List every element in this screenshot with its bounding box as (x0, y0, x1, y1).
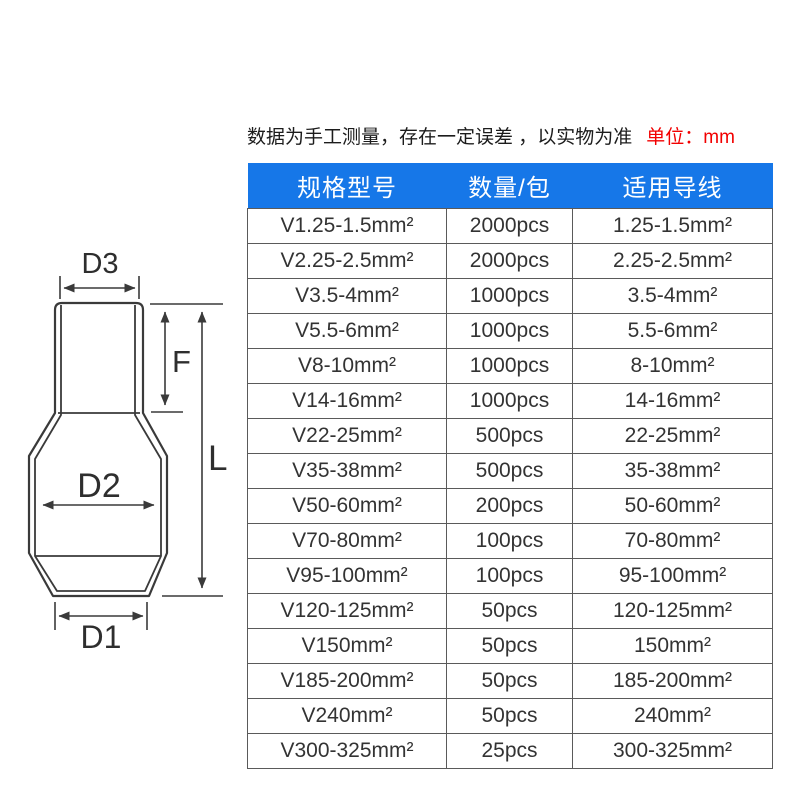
table-cell: V35-38mm² (247, 453, 447, 489)
table-cell: V95-100mm² (247, 558, 447, 594)
table-cell: V5.5-6mm² (247, 313, 447, 349)
table-cell: 25pcs (446, 733, 573, 769)
table-cell: 50-60mm² (572, 488, 773, 524)
table-cell: 120-125mm² (572, 593, 773, 629)
terminal-inner-outline (34, 305, 162, 592)
table-cell: 500pcs (446, 418, 573, 454)
dim-label-d2: D2 (77, 467, 120, 505)
table-cell: V150mm² (247, 628, 447, 664)
table-cell: V70-80mm² (247, 523, 447, 559)
table-cell: 14-16mm² (572, 383, 773, 419)
table-cell: 8-10mm² (572, 348, 773, 384)
table-cell: 100pcs (446, 523, 573, 559)
table-cell: 70-80mm² (572, 523, 773, 559)
table-cell: 35-38mm² (572, 453, 773, 489)
table-cell: V2.25-2.5mm² (247, 243, 447, 279)
table-cell: 50pcs (446, 593, 573, 629)
header-quantity: 数量/包 (446, 163, 573, 209)
table-cell: 185-200mm² (572, 663, 773, 699)
table-cell: V300-325mm² (247, 733, 447, 769)
table-cell: 22-25mm² (572, 418, 773, 454)
table-cell: V185-200mm² (247, 663, 447, 699)
dim-label-d3: D3 (81, 248, 118, 280)
table-cell: 1.25-1.5mm² (572, 208, 773, 244)
note-text: 数据为手工测量，存在一定误差 ，以实物为准 (247, 127, 633, 148)
dim-label-d1: D1 (81, 619, 122, 655)
table-header-row: 规格型号 数量/包 适用导线 (247, 163, 773, 209)
table-cell: 1000pcs (446, 313, 573, 349)
table-cell: 2000pcs (446, 208, 573, 244)
table-cell: 3.5-4mm² (572, 278, 773, 314)
table-cell: 200pcs (446, 488, 573, 524)
table-cell: V120-125mm² (247, 593, 447, 629)
table-cell: 1000pcs (446, 383, 573, 419)
dim-label-l: L (208, 439, 227, 478)
unit-label: 单位：mm (646, 127, 735, 148)
table-cell: 1000pcs (446, 278, 573, 314)
table-cell: V50-60mm² (247, 488, 447, 524)
table-cell: V8-10mm² (247, 348, 447, 384)
table-cell: 240mm² (572, 698, 773, 734)
table-cell: 100pcs (446, 558, 573, 594)
table-cell: V240mm² (247, 698, 447, 734)
header-wire: 适用导线 (572, 163, 773, 209)
table-cell: 1000pcs (446, 348, 573, 384)
table-cell: 50pcs (446, 698, 573, 734)
measurement-note: 数据为手工测量，存在一定误差 ，以实物为准单位：mm (247, 126, 787, 150)
table-cell: 50pcs (446, 663, 573, 699)
table-cell: 5.5-6mm² (572, 313, 773, 349)
table-cell: 150mm² (572, 628, 773, 664)
table-cell: 500pcs (446, 453, 573, 489)
table-cell: 95-100mm² (572, 558, 773, 594)
terminal-dimension-diagram: D3 F L D2 D1 (27, 248, 227, 655)
terminal-outer-outline (27, 301, 169, 598)
dim-label-f: F (172, 344, 191, 379)
table-cell: 50pcs (446, 628, 573, 664)
table-cell: 2000pcs (446, 243, 573, 279)
table-cell: 2.25-2.5mm² (572, 243, 773, 279)
table-cell: V1.25-1.5mm² (247, 208, 447, 244)
table-cell: V14-16mm² (247, 383, 447, 419)
table-cell: V22-25mm² (247, 418, 447, 454)
table-cell: 300-325mm² (572, 733, 773, 769)
table-cell: V3.5-4mm² (247, 278, 447, 314)
header-model: 规格型号 (247, 163, 447, 209)
